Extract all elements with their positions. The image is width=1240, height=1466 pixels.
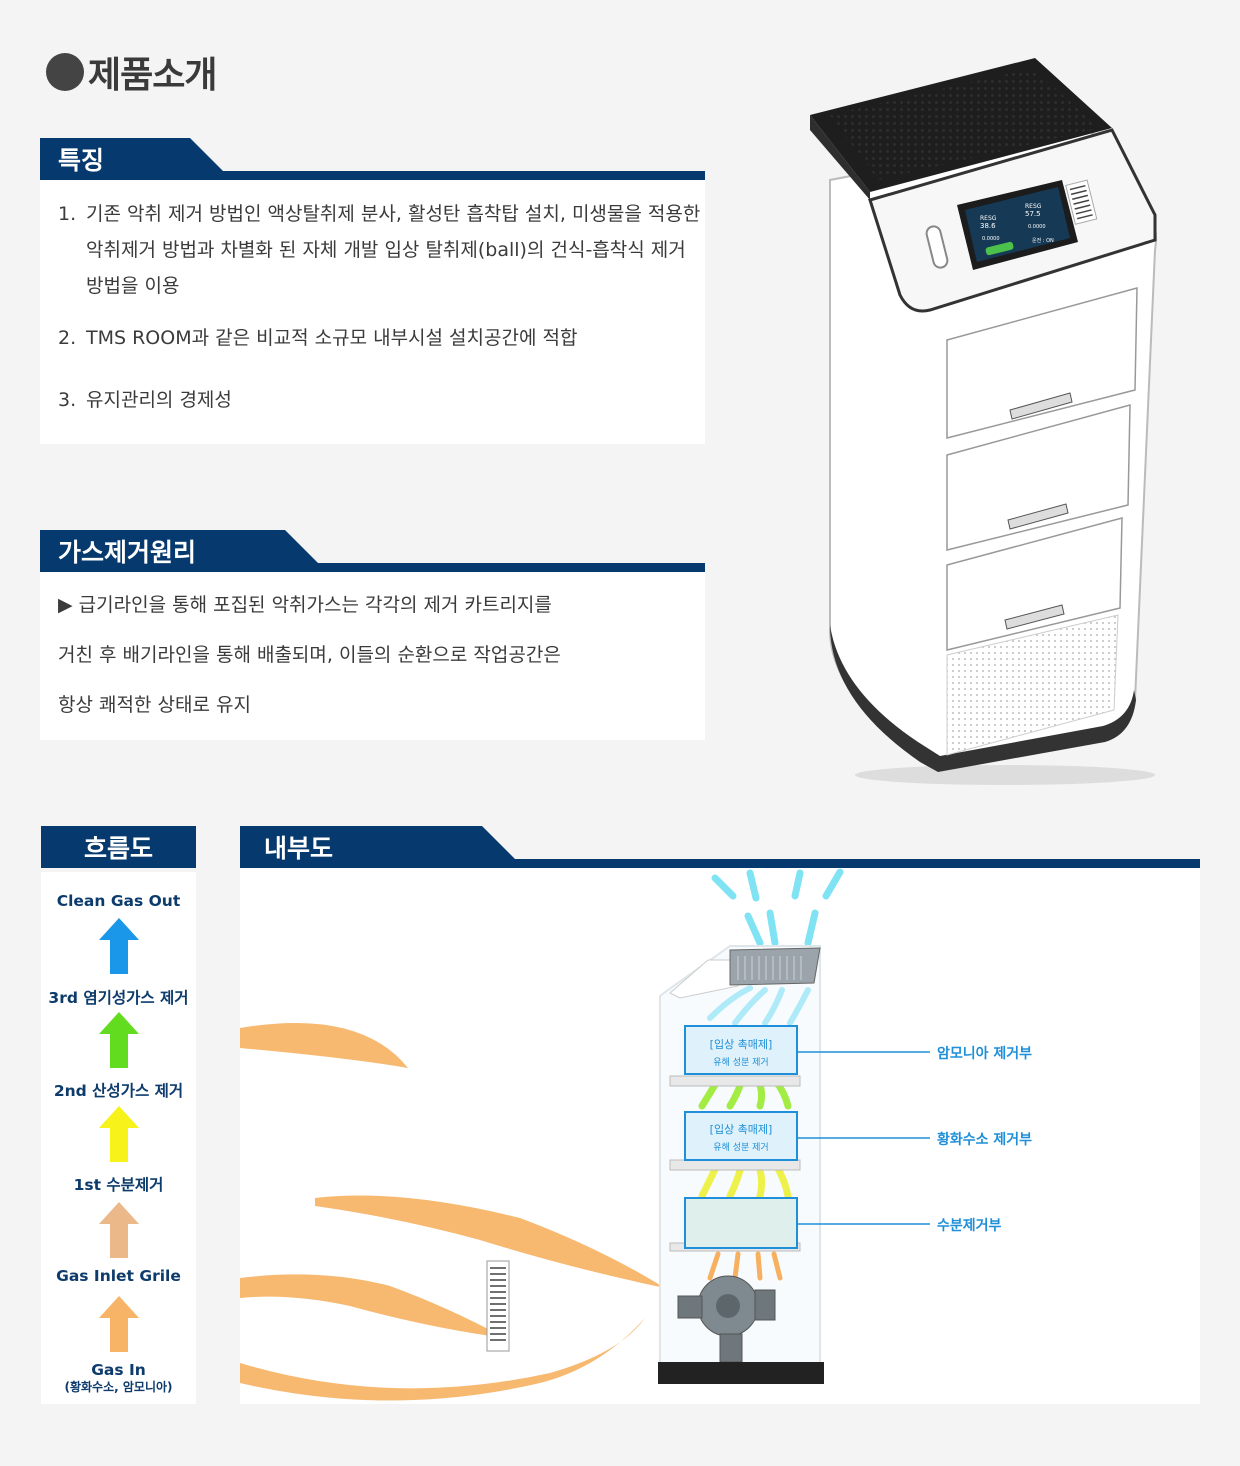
screen-label: RESG bbox=[1025, 203, 1042, 210]
device-display: RESG 38.6 RESG 57.5 0.0000 0.0000 운전 : O… bbox=[957, 180, 1078, 270]
principle-header-label: 가스제거원리 bbox=[40, 530, 327, 572]
callout-h2s: 황화수소 제거부 bbox=[937, 1132, 1033, 1148]
outflow-stream bbox=[711, 868, 844, 947]
interior-panel: [입상 촉매제] 유해 성분 제거 [입상 촉매제] 유해 성분 제거 암모니아… bbox=[240, 868, 1200, 1404]
inflow-stream bbox=[240, 1023, 408, 1068]
flow-arrow-icon bbox=[99, 1106, 139, 1162]
interior-header-label: 내부도 bbox=[240, 826, 524, 868]
flow-step-label: 1st 수분제거 bbox=[73, 1176, 164, 1194]
callout-moisture: 수분제거부 bbox=[937, 1218, 1002, 1234]
screen-value: 0.0000 bbox=[982, 236, 1000, 242]
flow-step-label: Clean Gas Out bbox=[56, 892, 181, 910]
flow-header: 흐름도 bbox=[41, 826, 196, 868]
moisture-module bbox=[684, 1197, 798, 1249]
flow-step-title: Gas In bbox=[91, 1361, 146, 1379]
module-title: [입상 촉매제] bbox=[710, 1038, 773, 1051]
drawer[interactable] bbox=[946, 517, 1123, 651]
screen-status: 운전 : ON bbox=[1032, 237, 1054, 244]
exhaust-unit bbox=[729, 947, 821, 986]
flow-step-label: 3rd 염기성가스 제거 bbox=[48, 989, 189, 1007]
feature-item: 3. 유지관리의 경제성 bbox=[58, 389, 232, 411]
screen-value: 0.0000 bbox=[1028, 224, 1046, 230]
drawer[interactable] bbox=[946, 287, 1138, 439]
flow-step-label: Gas In (황화수소, 암모니아) bbox=[41, 1361, 196, 1395]
unit-base bbox=[658, 1362, 824, 1384]
flow-step-label: 2nd 산성가스 제거 bbox=[53, 1082, 184, 1100]
feature-item: 2. TMS ROOM과 같은 비교적 소규모 내부시설 설치공간에 적합 bbox=[58, 327, 578, 349]
principle-line: 항상 쾌적한 상태로 유지 bbox=[58, 694, 251, 716]
features-header: 특징 bbox=[40, 138, 705, 180]
feature-text: TMS ROOM과 같은 비교적 소규모 내부시설 설치공간에 적합 bbox=[86, 327, 578, 349]
ammonia-module bbox=[684, 1025, 798, 1075]
bullet-dot-icon bbox=[46, 53, 84, 91]
inflow-stream bbox=[240, 1318, 645, 1401]
page-title-text: 제품소개 bbox=[88, 55, 217, 96]
h2s-module bbox=[684, 1111, 798, 1161]
feature-item: 1. 기존 악취 제거 방법인 액상탈취제 분사, 활성탄 흡착탑 설치, 미생… bbox=[58, 203, 701, 297]
interior-header: 내부도 bbox=[240, 826, 1200, 868]
module-title: [입상 촉매제] bbox=[710, 1123, 773, 1136]
principle-header: 가스제거원리 bbox=[40, 530, 705, 572]
power-button[interactable] bbox=[925, 225, 949, 269]
flow-arrow-icon bbox=[99, 1012, 139, 1068]
feature-text: 유지관리의 경제성 bbox=[86, 389, 232, 411]
feature-text: 기존 악취 제거 방법인 액상탈취제 분사, 활성탄 흡착탑 설치, 미생물을 … bbox=[86, 203, 701, 297]
page-title: 제품소개 bbox=[46, 50, 217, 96]
inflow-stream bbox=[240, 1274, 505, 1338]
module-sub: 유해 성분 제거 bbox=[713, 1057, 768, 1068]
blower-fan bbox=[677, 1275, 776, 1363]
flow-arrow-icon bbox=[99, 1296, 139, 1352]
screen-value: 57.5 bbox=[1025, 210, 1041, 218]
flow-arrow-icon bbox=[99, 1202, 139, 1258]
flow-step-sub: (황화수소, 암모니아) bbox=[64, 1380, 173, 1394]
product-image: RESG 38.6 RESG 57.5 0.0000 0.0000 운전 : O… bbox=[810, 58, 1157, 785]
screen-value: 38.6 bbox=[980, 222, 996, 230]
principle-line: 거친 후 배기라인을 통해 배출되며, 이들의 순환으로 작업공간은 bbox=[58, 644, 561, 666]
module-sub: 유해 성분 제거 bbox=[713, 1142, 768, 1153]
drawer[interactable] bbox=[946, 404, 1131, 551]
interior-diagram: [입상 촉매제] 유해 성분 제거 [입상 촉매제] 유해 성분 제거 bbox=[240, 868, 930, 1401]
screen-label: RESG bbox=[980, 215, 997, 222]
principle-line: ▶ 급기라인을 통해 포집된 악취가스는 각각의 제거 카트리지를 bbox=[58, 594, 552, 616]
flow-arrow-icon bbox=[99, 918, 139, 974]
callout-ammonia: 암모니아 제거부 bbox=[937, 1046, 1033, 1062]
features-panel: 1. 기존 악취 제거 방법인 액상탈취제 분사, 활성탄 흡착탑 설치, 미생… bbox=[40, 180, 705, 444]
inflow-stream bbox=[315, 1195, 665, 1288]
flow-step-label: Gas Inlet Grile bbox=[56, 1267, 181, 1285]
principle-panel: ▶ 급기라인을 통해 포집된 악취가스는 각각의 제거 카트리지를 거친 후 배… bbox=[40, 572, 705, 740]
flow-panel: Clean Gas Out 3rd 염기성가스 제거 2nd 산성가스 제거 1… bbox=[41, 872, 196, 1404]
features-header-label: 특징 bbox=[40, 138, 232, 180]
